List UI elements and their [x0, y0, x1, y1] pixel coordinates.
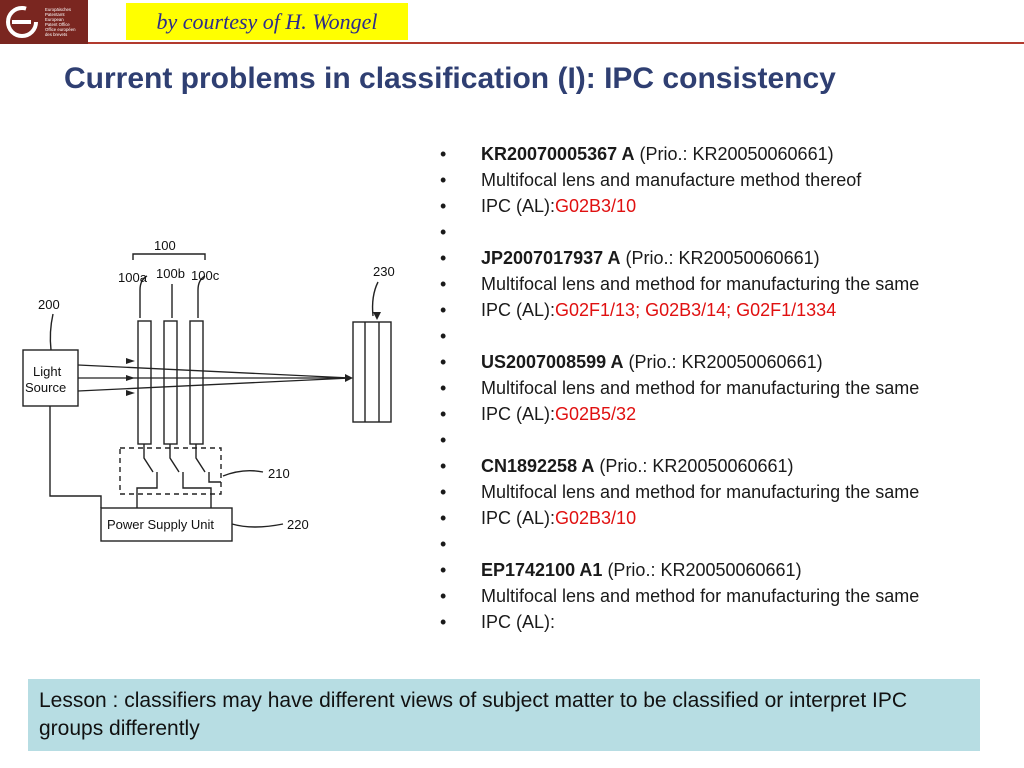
bullet-item: EP1742100 A1 (Prio.: KR20050060661)	[440, 560, 1000, 581]
patent-title: Multifocal lens and method for manufactu…	[481, 274, 920, 294]
priority-text: (Prio.: KR20050060661)	[594, 456, 794, 476]
logo-line: European	[45, 16, 64, 22]
ipc-label: IPC (AL):	[481, 508, 556, 528]
label-100c: 100c	[191, 268, 220, 283]
bullet-item: Multifocal lens and manufacture method t…	[440, 170, 1000, 191]
epo-logo-text: Europäisches Patentamt European Patent O…	[45, 7, 76, 38]
bullet-spacer	[440, 534, 1000, 555]
bullet-item: Multifocal lens and method for manufactu…	[440, 378, 1000, 399]
ipc-label: IPC (AL):	[481, 196, 556, 216]
bullet-spacer	[440, 326, 1000, 347]
lens-plate-100c	[189, 320, 204, 445]
leader-100c	[197, 275, 206, 318]
light-source-label-line1: Light	[33, 364, 62, 379]
logo-line: Office européen	[45, 27, 76, 33]
logo-line: des brevets	[45, 32, 68, 38]
bullet-item: CN1892258 A (Prio.: KR20050060661)	[440, 456, 1000, 477]
leader-210	[222, 469, 264, 477]
ipc-label: IPC (AL):	[481, 612, 556, 632]
patent-title: Multifocal lens and method for manufactu…	[481, 482, 920, 502]
leader-200	[49, 313, 54, 351]
header-rule	[88, 42, 1024, 44]
patent-number: KR20070005367 A	[481, 144, 635, 164]
label-230: 230	[373, 264, 395, 279]
patent-title: Multifocal lens and method for manufactu…	[481, 378, 920, 398]
patent-title: Multifocal lens and method for manufactu…	[481, 586, 920, 606]
patent-number: CN1892258 A	[481, 456, 595, 476]
bullet-item: JP2007017937 A (Prio.: KR20050060661)	[440, 248, 1000, 269]
label-100a: 100a	[118, 270, 148, 285]
priority-text: (Prio.: KR20050060661)	[623, 352, 823, 372]
ipc-label: IPC (AL):	[481, 404, 556, 424]
epo-logo: Europäisches Patentamt European Patent O…	[0, 0, 88, 44]
label-210: 210	[268, 466, 290, 481]
patent-title: Multifocal lens and manufacture method t…	[481, 170, 862, 190]
light-source-label-line2: Source	[25, 380, 66, 395]
bullet-item: IPC (AL):G02B3/10	[440, 508, 1000, 529]
logo-line: Europäisches	[45, 6, 72, 12]
leader-220	[231, 523, 284, 528]
switch-unit-210	[119, 447, 222, 495]
patent-number: JP2007017937 A	[481, 248, 621, 268]
power-supply-label: Power Supply Unit	[107, 517, 214, 532]
priority-text: (Prio.: KR20050060661)	[620, 248, 820, 268]
patent-diagram: 100 100a 100b 100c 200 210 220 230 Light…	[22, 238, 395, 542]
ipc-code: G02F1/13; G02B3/14; G02F1/1334	[555, 300, 837, 320]
bullet-item: Multifocal lens and method for manufactu…	[440, 482, 1000, 503]
lens-group-bracket	[132, 253, 206, 260]
bullet-item: Multifocal lens and method for manufactu…	[440, 274, 1000, 295]
ipc-label: IPC (AL):	[481, 300, 556, 320]
lesson-box: Lesson : classifiers may have different …	[28, 679, 980, 751]
slide-title: Current problems in classification (I): …	[64, 62, 836, 95]
detector-230	[352, 321, 392, 423]
ipc-code: G02B3/10	[555, 508, 637, 528]
bullet-item: US2007008599 A (Prio.: KR20050060661)	[440, 352, 1000, 373]
patent-number: US2007008599 A	[481, 352, 624, 372]
label-100: 100	[154, 238, 176, 253]
bullet-spacer	[440, 222, 1000, 243]
bullet-item: KR20070005367 A (Prio.: KR20050060661)	[440, 144, 1000, 165]
logo-line: Patent Office	[45, 22, 70, 27]
leader-100a	[139, 275, 148, 318]
bullet-spacer	[440, 430, 1000, 451]
patent-family-list: KR20070005367 A (Prio.: KR20050060661) M…	[440, 144, 1000, 680]
bullet-item: IPC (AL):G02B3/10	[440, 196, 1000, 217]
courtesy-note: by courtesy of H. Wongel	[126, 3, 408, 40]
epo-logo-icon	[6, 6, 38, 38]
patent-number: EP1742100 A1	[481, 560, 603, 580]
bullet-item: IPC (AL):	[440, 612, 1000, 633]
logo-line: Patentamt	[45, 11, 65, 17]
priority-text: (Prio.: KR20050060661)	[602, 560, 802, 580]
priority-text: (Prio.: KR20050060661)	[634, 144, 834, 164]
label-100b: 100b	[156, 266, 185, 281]
label-220: 220	[287, 517, 309, 532]
ipc-code: G02B3/10	[555, 196, 637, 216]
lens-plate-100b	[163, 320, 178, 445]
ipc-code: G02B5/32	[555, 404, 637, 424]
bullet-item: Multifocal lens and method for manufactu…	[440, 586, 1000, 607]
leader-230	[371, 281, 379, 317]
label-200: 200	[38, 297, 60, 312]
lens-plate-100a	[137, 320, 152, 445]
bullet-item: IPC (AL):G02F1/13; G02B3/14; G02F1/1334	[440, 300, 1000, 321]
bullet-item: IPC (AL):G02B5/32	[440, 404, 1000, 425]
